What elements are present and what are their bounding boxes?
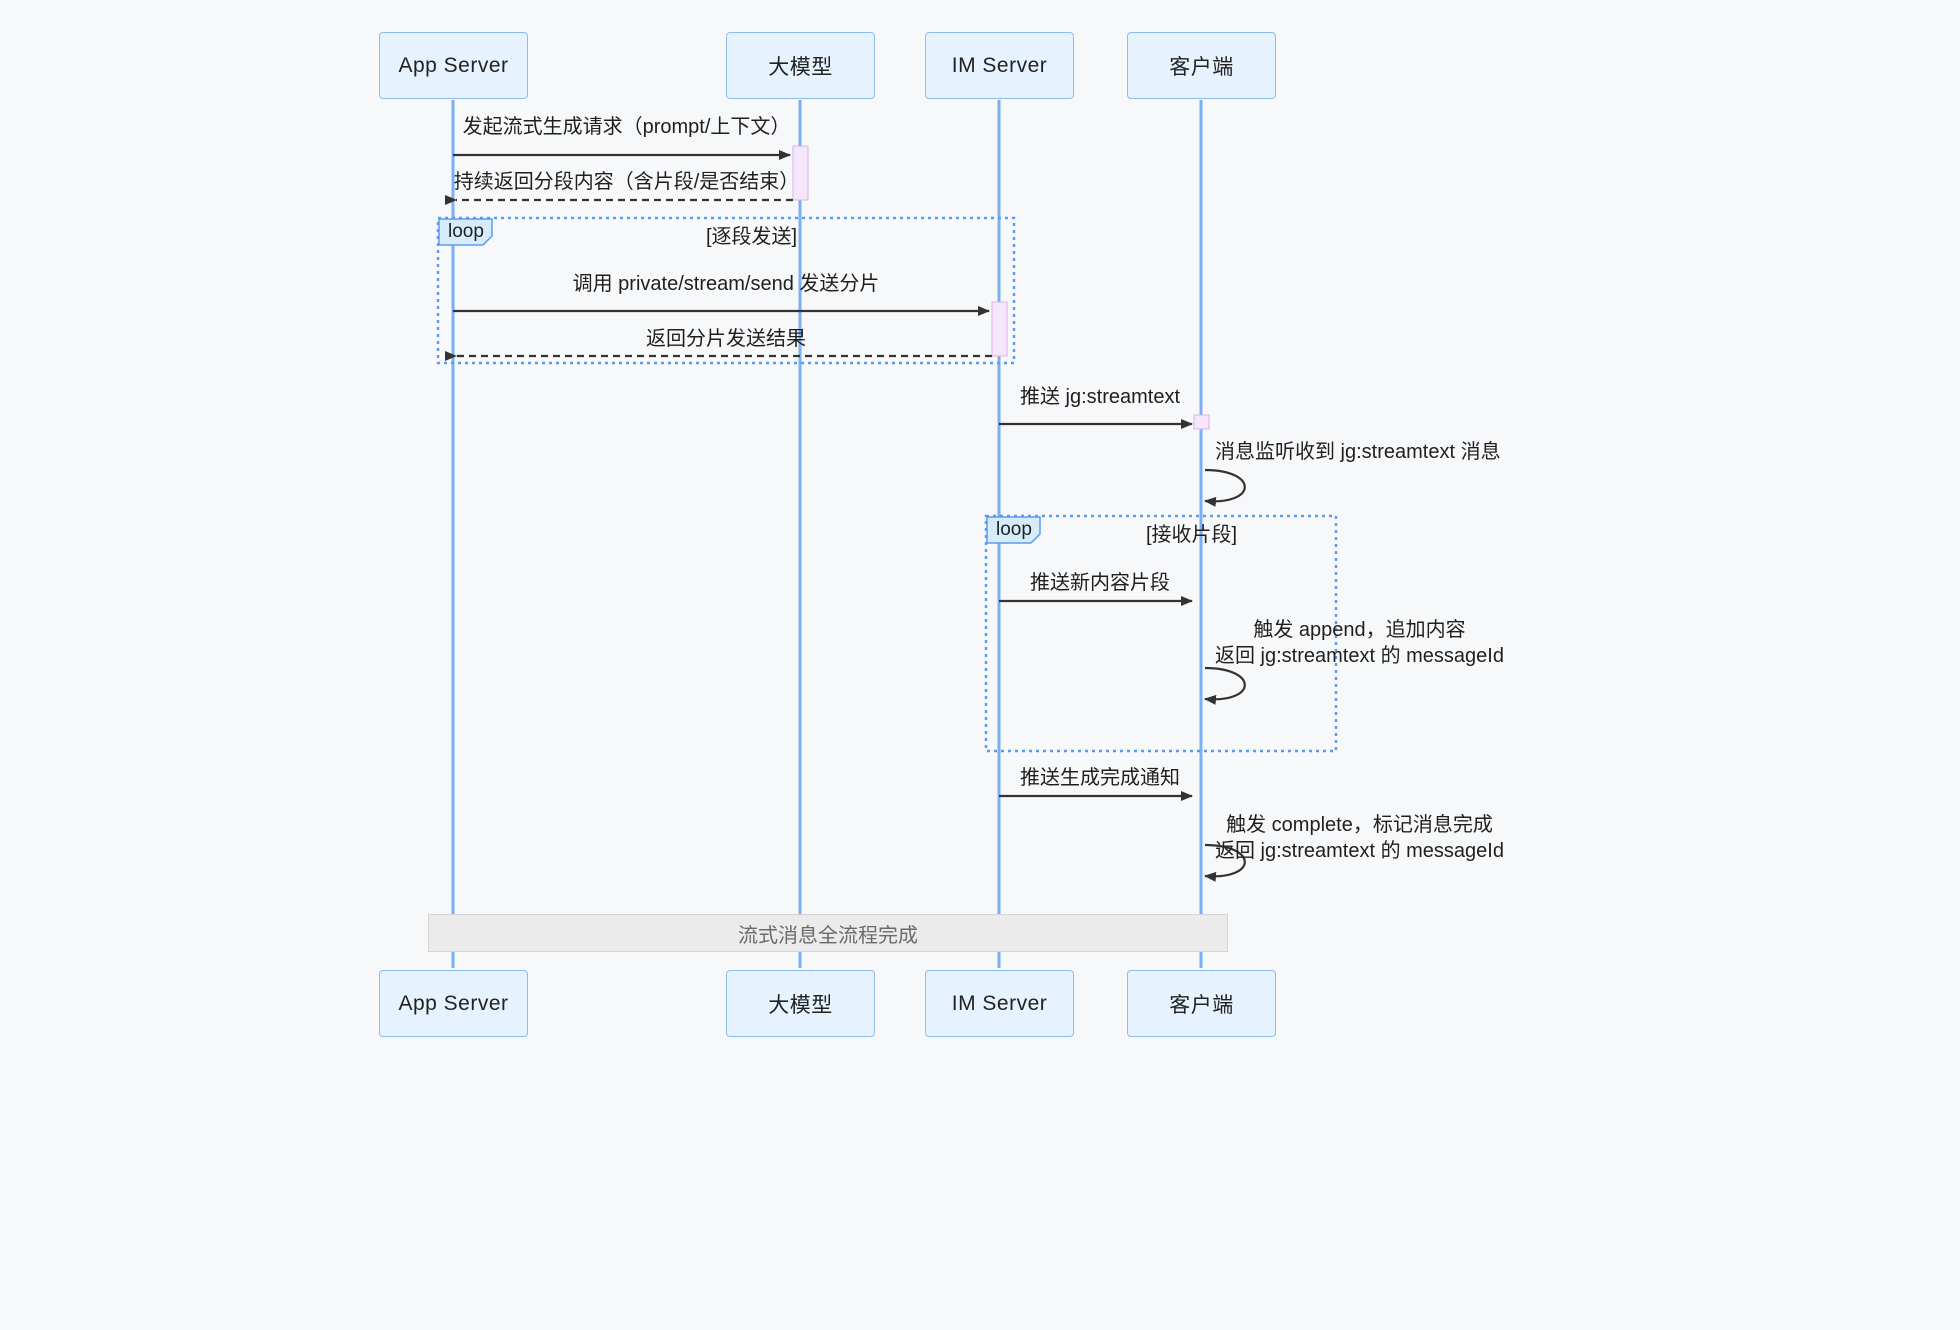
participant-llm-bottom[interactable]: 大模型 [726, 970, 875, 1037]
message-label-m9: 推送生成完成通知 [999, 765, 1201, 791]
message-label-m10: 触发 complete，标记消息完成 返回 jg:streamtext 的 me… [1215, 812, 1504, 865]
loop-title-label: [逐段发送] [706, 226, 798, 248]
message-label-m1: 发起流式生成请求（prompt/上下文） [453, 114, 800, 140]
note-flow-complete: 流式消息全流程完成 [428, 914, 1228, 952]
note-label: 流式消息全流程完成 [738, 924, 918, 947]
participant-app-bottom[interactable]: App Server [379, 970, 528, 1037]
participant-app-top[interactable]: App Server [379, 32, 528, 99]
participant-label: IM Server [951, 991, 1048, 1015]
activation-llm [792, 145, 809, 201]
message-label-m2: 持续返回分段内容（含片段/是否结束） [453, 169, 800, 195]
message-text: 返回分片发送结果 [646, 328, 806, 350]
participant-client-top[interactable]: 客户端 [1127, 32, 1276, 99]
arrow-m6-self [1204, 468, 1246, 507]
participant-label: 大模型 [768, 55, 833, 79]
loop-tag-shape-1 [438, 218, 493, 246]
participant-im-top[interactable]: IM Server [925, 32, 1074, 99]
message-text: 持续返回分段内容（含片段/是否结束） [453, 171, 800, 193]
arrow-m10-self [1204, 843, 1246, 882]
message-label-m3: 调用 private/stream/send 发送分片 [453, 271, 999, 297]
participant-label: 客户端 [1169, 993, 1234, 1017]
loop-tag-label: loop [996, 519, 1032, 540]
message-text: 推送生成完成通知 [1020, 767, 1180, 789]
participant-client-bottom[interactable]: 客户端 [1127, 970, 1276, 1037]
message-text: 消息监听收到 jg:streamtext 消息 [1215, 441, 1501, 463]
participant-llm-top[interactable]: 大模型 [726, 32, 875, 99]
message-label-m4: 返回分片发送结果 [453, 326, 999, 352]
loop-frame-2 [984, 514, 1338, 753]
message-text: 调用 private/stream/send 发送分片 [572, 273, 880, 295]
participant-label: App Server [398, 991, 509, 1015]
lifelines [451, 100, 1203, 968]
participant-im-bottom[interactable]: IM Server [925, 970, 1074, 1037]
message-label-m5: 推送 jg:streamtext [999, 384, 1201, 410]
message-label-m7: 推送新内容片段 [999, 570, 1201, 596]
participant-label: App Server [398, 53, 509, 77]
loop-title-label: [接收片段] [1146, 524, 1238, 546]
message-text-line2: 返回 jg:streamtext 的 messageId [1215, 645, 1504, 668]
participant-label: 大模型 [768, 993, 833, 1017]
loop-tag-1: loop [439, 219, 492, 245]
message-text-line1: 触发 complete，标记消息完成 [1226, 814, 1493, 836]
loop-tag-2: loop [987, 517, 1040, 543]
loop-tag-shape-2 [986, 516, 1041, 544]
loop-frames [436, 216, 1338, 753]
activation-client [1193, 414, 1210, 430]
loop-tag-label: loop [448, 221, 484, 242]
loop-title-1: [逐段发送] [706, 220, 797, 249]
message-text-line1: 触发 append，追加内容 [1253, 619, 1466, 641]
arrow-m8-self [1204, 666, 1246, 705]
message-text: 发起流式生成请求（prompt/上下文） [462, 116, 791, 138]
message-arrows [445, 150, 1246, 882]
message-text-line2: 返回 jg:streamtext 的 messageId [1215, 840, 1504, 863]
message-label-m6: 消息监听收到 jg:streamtext 消息 [1215, 439, 1501, 465]
message-text: 推送新内容片段 [1030, 572, 1170, 594]
message-label-m8: 触发 append，追加内容 返回 jg:streamtext 的 messag… [1215, 617, 1504, 670]
activation-im [991, 301, 1008, 357]
message-text: 推送 jg:streamtext [1019, 386, 1181, 408]
activation-bars [792, 145, 1210, 430]
participant-label: 客户端 [1169, 55, 1234, 79]
loop-title-2: [接收片段] [1146, 518, 1237, 547]
participant-label: IM Server [951, 53, 1048, 77]
loop-frame-1 [436, 216, 1016, 365]
